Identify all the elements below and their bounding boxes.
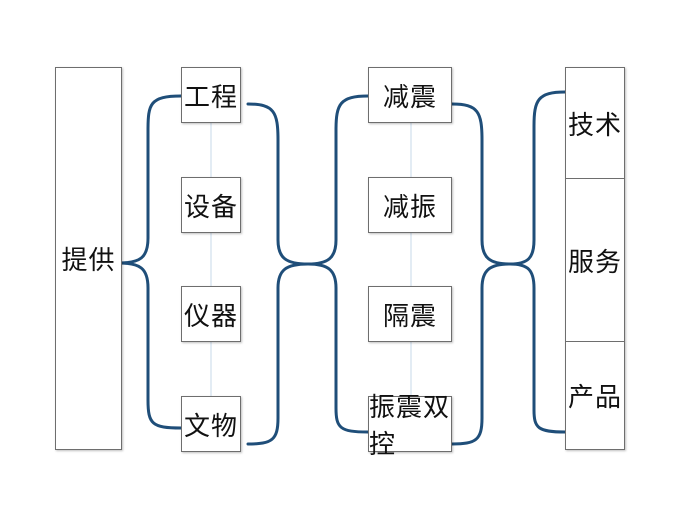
domain-label: 工程 bbox=[183, 82, 238, 113]
technique-label: 振震双控 bbox=[369, 393, 451, 460]
provider-label: 提供 bbox=[61, 246, 116, 276]
brace-techniques-left bbox=[307, 94, 370, 434]
brace-offerings-left bbox=[509, 90, 567, 434]
domain-label: 仪器 bbox=[183, 301, 238, 332]
technique-label: 减震 bbox=[382, 82, 437, 113]
offering-cell-service: 服务 bbox=[566, 178, 624, 341]
domain-label: 设备 bbox=[183, 192, 238, 223]
domain-label: 文物 bbox=[183, 411, 238, 442]
provider-box: 提供 bbox=[55, 67, 122, 450]
offering-label: 服务 bbox=[567, 247, 622, 278]
domain-box-instrument: 仪器 bbox=[181, 286, 241, 342]
technique-box-isolation: 隔震 bbox=[368, 286, 452, 342]
domain-box-engineering: 工程 bbox=[181, 67, 241, 123]
offering-label: 技术 bbox=[567, 110, 622, 141]
technique-box-dual-control: 振震双控 bbox=[368, 393, 452, 460]
domain-box-relics: 文物 bbox=[181, 396, 241, 452]
technique-label: 隔震 bbox=[382, 301, 437, 332]
technique-label: 减振 bbox=[382, 192, 437, 223]
technique-box-vibration-reduction: 减振 bbox=[368, 177, 452, 233]
offering-cell-technology: 技术 bbox=[566, 68, 624, 178]
offerings-box: 技术 服务 产品 bbox=[565, 67, 625, 450]
domain-box-equipment: 设备 bbox=[181, 177, 241, 233]
technique-box-shock-reduction: 减震 bbox=[368, 67, 452, 123]
brace-techniques-right bbox=[450, 102, 511, 446]
offering-cell-product: 产品 bbox=[566, 341, 624, 449]
offering-label: 产品 bbox=[567, 383, 622, 413]
brace-provider-to-domains bbox=[117, 94, 183, 430]
brace-domains-right bbox=[246, 102, 309, 446]
